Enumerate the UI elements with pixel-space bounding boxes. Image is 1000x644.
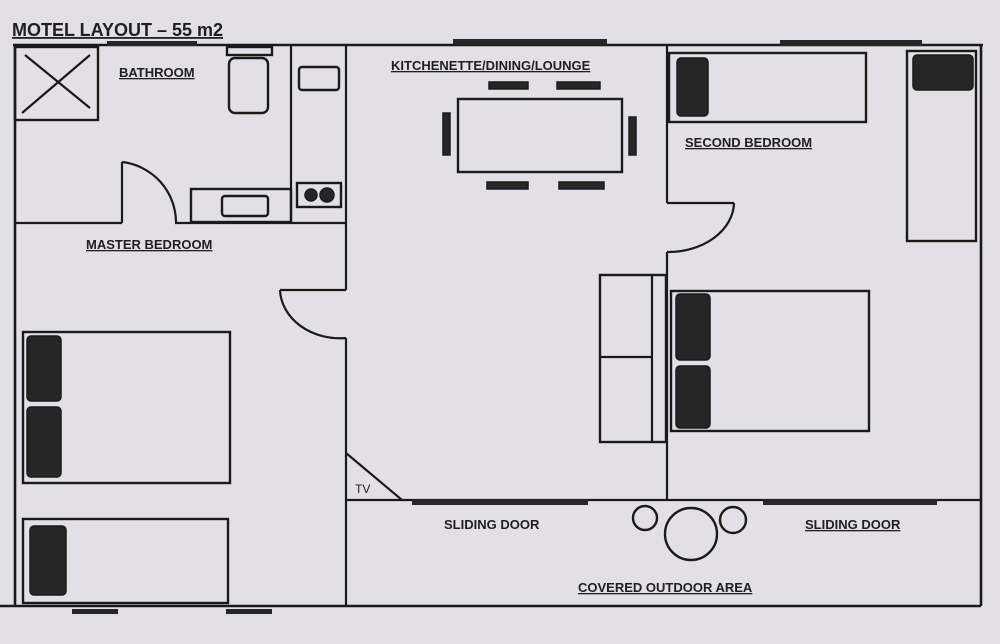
- second-bedroom-single-bed: [905, 49, 978, 243]
- bathroom-door: [120, 160, 178, 223]
- toilet: [225, 45, 274, 115]
- plan-title: MOTEL LAYOUT – 55 m2: [12, 20, 223, 40]
- second-bedroom-double-bed: [669, 289, 871, 433]
- master-single-bed: [21, 517, 230, 605]
- fridge: [297, 65, 341, 92]
- second-bedroom-door: [666, 201, 736, 254]
- vanity: [189, 187, 293, 224]
- second-bedroom-bed-top: [667, 51, 868, 124]
- tv-unit: TV: [345, 452, 403, 501]
- kitchen-label: KITCHENETTE/DINING/LOUNGE: [391, 58, 591, 73]
- stove: [295, 181, 343, 209]
- sliding-doors: [412, 499, 937, 505]
- master-bedroom-label: MASTER BEDROOM: [86, 237, 212, 252]
- sliding-door-left-label: SLIDING DOOR: [444, 517, 540, 532]
- windows: [72, 39, 922, 614]
- bathroom-label: BATHROOM: [119, 65, 195, 80]
- dining-table: [442, 81, 637, 190]
- second-bedroom-label: SECOND BEDROOM: [685, 135, 812, 150]
- sofa: [598, 273, 668, 444]
- master-double-bed: [21, 330, 232, 485]
- outdoor-area-label: COVERED OUTDOOR AREA: [578, 580, 753, 595]
- sliding-door-right-label: SLIDING DOOR: [805, 517, 901, 532]
- shower: [13, 45, 100, 122]
- outdoor-table-set: [631, 504, 748, 562]
- tv-label: TV: [355, 482, 370, 496]
- master-bedroom-door: [278, 288, 347, 340]
